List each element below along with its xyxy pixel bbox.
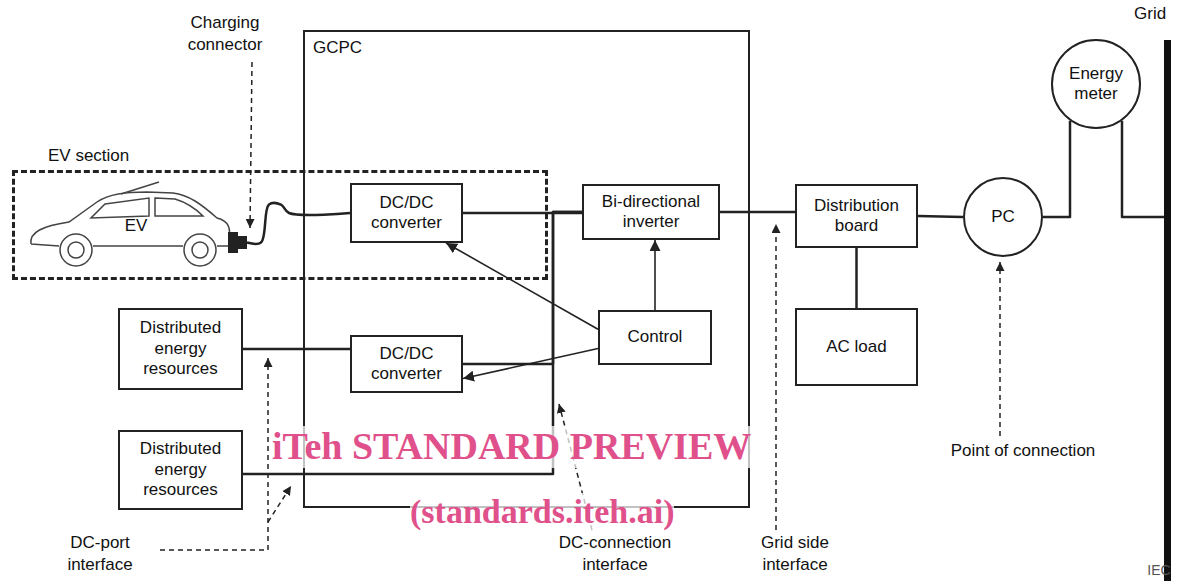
distribution-board-box: Distribution board bbox=[795, 184, 918, 248]
power-line bbox=[1122, 121, 1164, 217]
node-text: AC load bbox=[826, 337, 886, 357]
watermark: (standards.iteh.ai) bbox=[410, 493, 674, 530]
node-text: PC bbox=[991, 207, 1015, 227]
node-text: Distributed energy resources bbox=[127, 318, 234, 379]
power-line bbox=[855, 248, 858, 308]
charging-connector-leader bbox=[250, 62, 252, 228]
watermark: iTeh STANDARD PREVIEW bbox=[272, 426, 751, 468]
converter-box: DC/DC converter bbox=[350, 183, 463, 243]
power-line bbox=[247, 203, 350, 244]
grid-side-leader bbox=[775, 224, 777, 530]
callout-label: Grid side interface bbox=[730, 532, 860, 576]
callout-label: DC-connection interface bbox=[535, 532, 695, 576]
car-antenna bbox=[121, 182, 159, 194]
ac-load-box: AC load bbox=[795, 308, 918, 386]
figure-mark: IEC bbox=[1142, 561, 1176, 579]
node-heading: EV section bbox=[48, 146, 129, 166]
der-box: Distributed energy resources bbox=[118, 308, 243, 390]
callout-label: Point of connection bbox=[928, 440, 1118, 462]
control-arrow bbox=[446, 243, 598, 329]
power-line bbox=[463, 212, 582, 364]
car-wheel bbox=[60, 234, 92, 266]
node-text: Distribution board bbox=[804, 196, 909, 237]
node-text: DC/DC converter bbox=[359, 344, 454, 385]
car-hub bbox=[192, 242, 208, 258]
car-windows bbox=[91, 198, 203, 218]
pc-circle: PC bbox=[963, 177, 1043, 257]
node-heading: GCPC bbox=[313, 38, 362, 58]
ev-car: EV bbox=[25, 180, 247, 272]
power-line bbox=[1043, 121, 1070, 217]
der-box: Distributed energy resources bbox=[118, 430, 243, 510]
energy-meter-circle: Energy meter bbox=[1051, 39, 1141, 129]
converter-box: DC/DC converter bbox=[350, 335, 463, 393]
node-text: EV bbox=[125, 216, 148, 236]
control-arrow bbox=[654, 240, 656, 310]
control-box: Control bbox=[598, 310, 712, 365]
callout-label: Charging connector bbox=[160, 12, 290, 56]
charging-plug bbox=[228, 232, 247, 253]
power-line bbox=[243, 348, 350, 351]
node-heading: Grid bbox=[1134, 4, 1166, 24]
point-of-connection-leader bbox=[999, 262, 1001, 436]
grid-bar: Grid bbox=[1164, 40, 1171, 581]
power-line bbox=[720, 211, 795, 214]
dc-port-leader bbox=[268, 486, 291, 522]
node-text: Control bbox=[628, 327, 683, 347]
node-text: Distributed energy resources bbox=[127, 439, 234, 500]
power-line bbox=[918, 216, 963, 217]
node-text: DC/DC converter bbox=[359, 193, 454, 234]
control-arrow bbox=[463, 349, 598, 379]
callout-label: DC-port interface bbox=[40, 532, 160, 576]
car-hub bbox=[68, 242, 84, 258]
node-text: Energy meter bbox=[1063, 64, 1129, 105]
car-wheel bbox=[184, 234, 216, 266]
inverter-box: Bi-directional inverter bbox=[582, 184, 720, 240]
ev-section-frame: EVEV section bbox=[12, 170, 548, 280]
node-text: Bi-directional inverter bbox=[591, 192, 711, 233]
